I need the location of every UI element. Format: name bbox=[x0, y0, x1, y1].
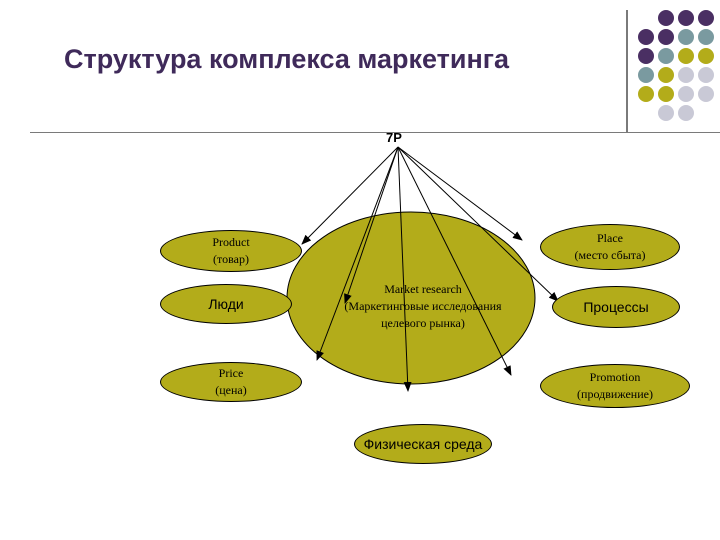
decorative-dot bbox=[678, 10, 694, 26]
decorative-dot bbox=[678, 86, 694, 102]
node-physical-label: Физическая среда bbox=[363, 436, 483, 452]
arrow-to-promotion bbox=[397, 146, 512, 376]
arrow-to-product bbox=[301, 146, 399, 245]
root-label-7p: 7P bbox=[386, 130, 402, 145]
decorative-dot bbox=[658, 48, 674, 64]
decorative-dot bbox=[698, 67, 714, 83]
decorative-dot bbox=[638, 29, 654, 45]
decorative-dot bbox=[698, 86, 714, 102]
decorative-dot bbox=[658, 29, 674, 45]
decorative-dot bbox=[658, 67, 674, 83]
arrow-to-market-research bbox=[344, 146, 399, 304]
node-product-label: Product (товар) bbox=[212, 235, 250, 266]
decorative-dot bbox=[678, 105, 694, 121]
decorative-vertical-line bbox=[626, 10, 628, 132]
arrow-to-place bbox=[397, 146, 523, 241]
node-product: Product (товар) bbox=[160, 230, 302, 272]
node-promotion: Promotion (продвижение) bbox=[540, 364, 690, 408]
decorative-dot bbox=[698, 10, 714, 26]
node-processes: Процессы bbox=[552, 286, 680, 328]
decorative-dot bbox=[638, 67, 654, 83]
decorative-dot bbox=[658, 86, 674, 102]
decorative-dot bbox=[678, 29, 694, 45]
node-people: Люди bbox=[160, 284, 292, 324]
decorative-dot bbox=[678, 67, 694, 83]
node-physical-environment: Физическая среда bbox=[354, 424, 492, 464]
node-promotion-label: Promotion (продвижение) bbox=[577, 370, 653, 401]
node-processes-label: Процессы bbox=[583, 299, 649, 315]
slide-title: Структура комплекса маркетинга bbox=[64, 44, 510, 74]
node-people-label: Люди bbox=[208, 296, 244, 312]
decorative-dot bbox=[698, 48, 714, 64]
node-price: Price (цена) bbox=[160, 362, 302, 402]
decorative-dot bbox=[698, 29, 714, 45]
arrow-to-price bbox=[316, 146, 399, 361]
center-label: Market research (Маркетинговые исследова… bbox=[344, 282, 502, 330]
decorative-dot bbox=[678, 48, 694, 64]
decorative-dot bbox=[638, 48, 654, 64]
decorative-dot-grid bbox=[638, 10, 714, 121]
node-price-label: Price (цена) bbox=[215, 366, 247, 397]
node-place-label: Place (место сбыта) bbox=[574, 231, 646, 262]
arrow-to-physical-environment bbox=[397, 146, 412, 392]
node-place: Place (место сбыта) bbox=[540, 224, 680, 270]
decorative-horizontal-line bbox=[30, 132, 720, 133]
decorative-dot bbox=[658, 10, 674, 26]
decorative-dot bbox=[658, 105, 674, 121]
decorative-dot bbox=[638, 86, 654, 102]
arrow-to-processes bbox=[397, 146, 559, 302]
